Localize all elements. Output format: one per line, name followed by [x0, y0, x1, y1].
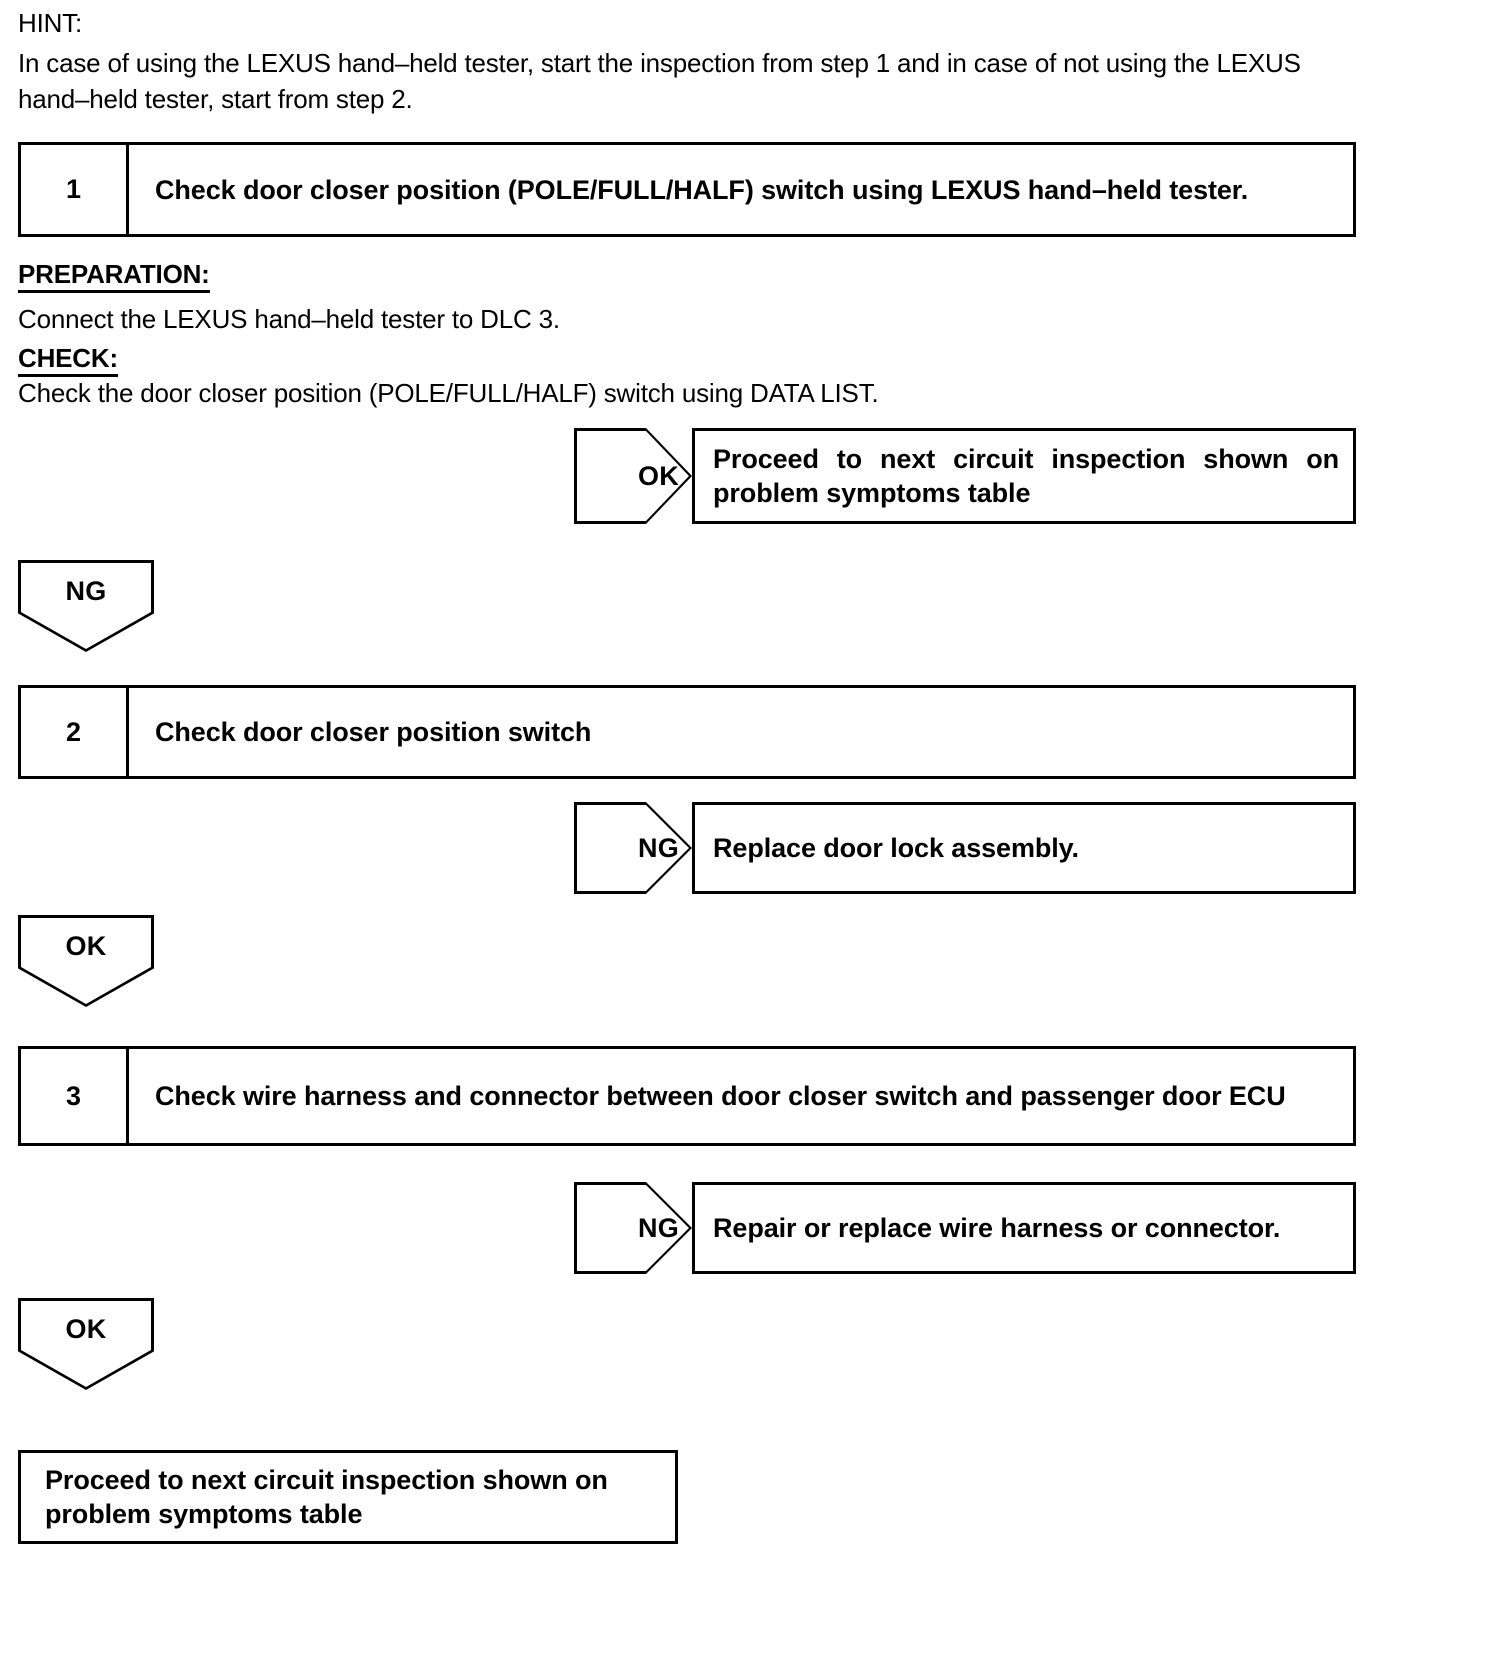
flow-arrow-label-2: OK	[65, 931, 107, 961]
judgement-arrow-3: NG	[574, 1182, 692, 1274]
step-number-1: 1	[21, 145, 129, 234]
check-heading: CHECK:	[18, 343, 118, 377]
check-text: Check the door closer position (POLE/FUL…	[18, 378, 879, 408]
judgement-action-box-1: Proceed to next circuit inspection shown…	[692, 428, 1356, 524]
preparation-text: Connect the LEXUS hand–held tester to DL…	[18, 304, 560, 334]
judgement-row-1: OK Proceed to next circuit inspection sh…	[574, 428, 1356, 524]
hint-body-text: In case of using the LEXUS hand–held tes…	[18, 48, 1301, 114]
judgement-result-2: NG	[638, 832, 680, 863]
judgement-result-3: NG	[638, 1212, 680, 1243]
step-title-2: Check door closer position switch	[155, 717, 592, 747]
judgement-action-3: Repair or replace wire harness or connec…	[713, 1213, 1281, 1243]
step-box-3: 3 Check wire harness and connector betwe…	[18, 1046, 1356, 1146]
step-number-3: 3	[21, 1049, 129, 1143]
step-title-1: Check door closer position (POLE/FULL/HA…	[155, 174, 1249, 205]
step-box-2: 2 Check door closer position switch	[18, 685, 1356, 779]
judgement-action-2: Replace door lock assembly.	[713, 833, 1079, 863]
final-result-box: Proceed to next circuit inspection shown…	[18, 1450, 678, 1544]
step-box-1: 1 Check door closer position (POLE/FULL/…	[18, 142, 1356, 237]
step-title-3: Check wire harness and connector between…	[155, 1081, 1286, 1111]
step-number-2: 2	[21, 688, 129, 776]
hint-label: HINT:	[18, 8, 83, 38]
flow-arrow-label-3: OK	[65, 1314, 107, 1344]
judgement-action-1: Proceed to next circuit inspection shown…	[713, 444, 1339, 508]
judgement-row-3: NG Repair or replace wire harness or con…	[574, 1182, 1356, 1274]
judgement-action-box-3: Repair or replace wire harness or connec…	[692, 1182, 1356, 1274]
final-result-text: Proceed to next circuit inspection shown…	[45, 1465, 608, 1529]
preparation-heading: PREPARATION:	[18, 259, 210, 293]
judgement-row-2: NG Replace door lock assembly.	[574, 802, 1356, 894]
judgement-action-box-2: Replace door lock assembly.	[692, 802, 1356, 894]
judgement-arrow-2: NG	[574, 802, 692, 894]
judgement-arrow-1: OK	[574, 428, 692, 524]
flow-arrow-label-1: NG	[65, 576, 107, 606]
judgement-result-1: OK	[638, 460, 680, 491]
